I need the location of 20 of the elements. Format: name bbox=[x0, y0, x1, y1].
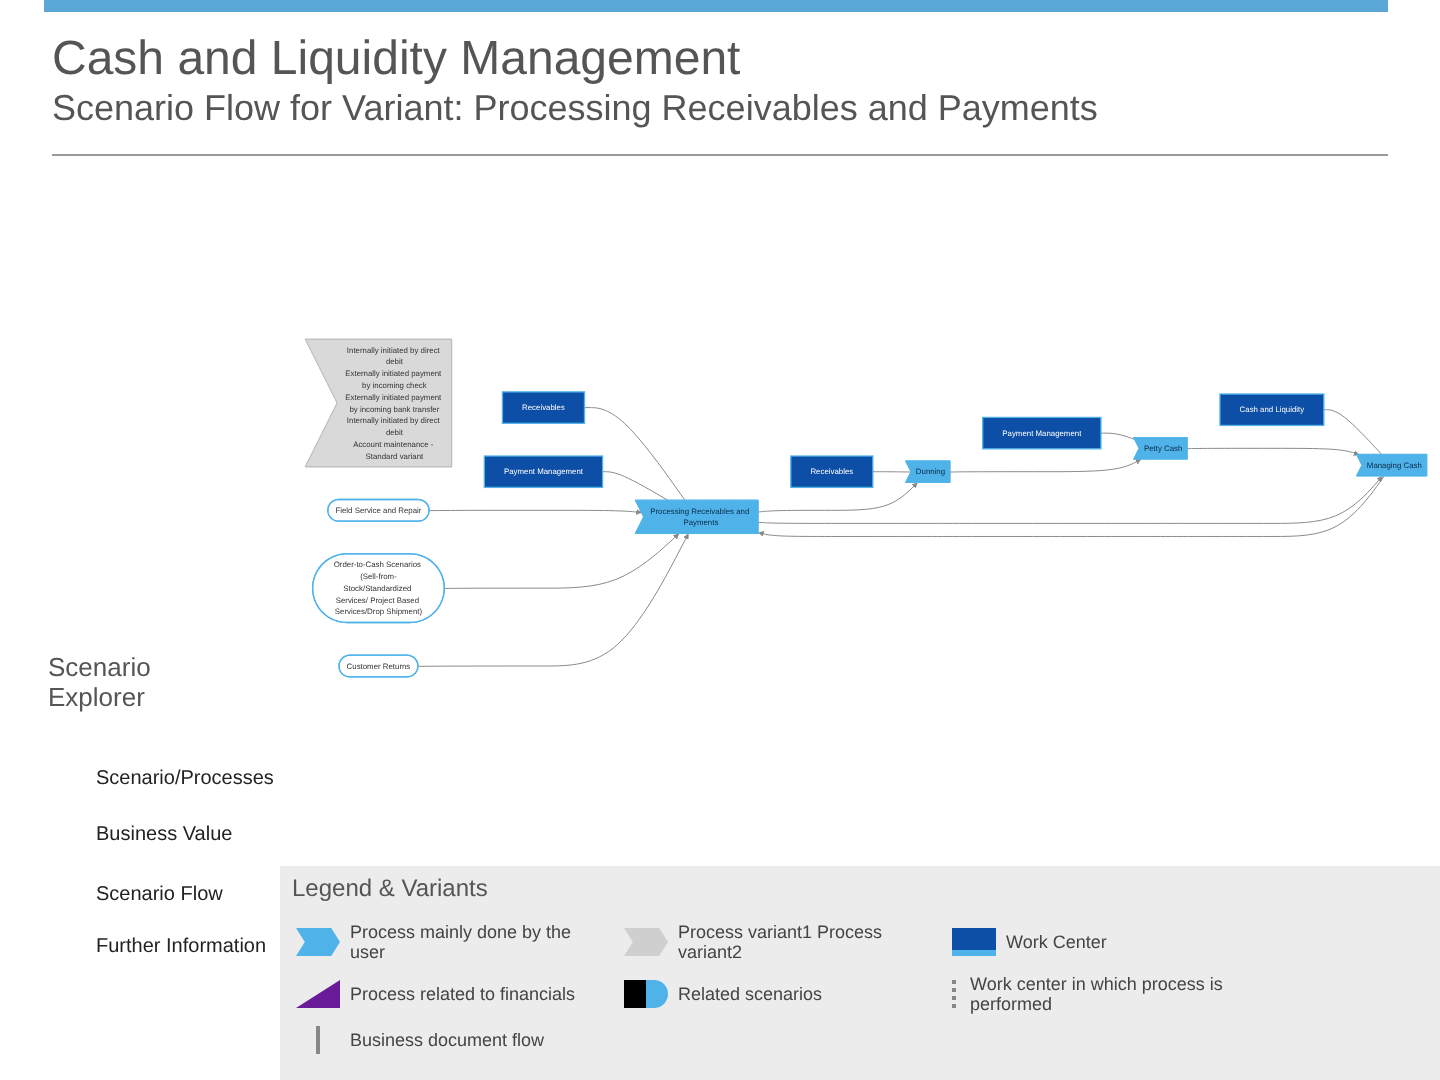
menu-item: Further Information bbox=[96, 936, 267, 958]
connector bbox=[584, 407, 686, 501]
legend-text: Work center in which process is performed bbox=[970, 974, 1225, 1014]
legend-text: Process variant1 Process variant2 bbox=[678, 922, 885, 962]
menu-item: Scenario Flow bbox=[96, 884, 223, 906]
menu-item: Business Value bbox=[96, 824, 233, 846]
sidebar-heading: Scenario Explorer bbox=[48, 652, 153, 712]
connector bbox=[602, 471, 669, 501]
menu-item: Scenario/Processes bbox=[96, 768, 274, 790]
legend-text: Work Center bbox=[1006, 932, 1107, 952]
page-subtitle: Scenario Flow for Variant: Processing Receivables and Payments bbox=[52, 88, 1098, 130]
connector bbox=[1100, 432, 1136, 440]
legend-text: Related scenarios bbox=[678, 984, 823, 1004]
legend-text: Process mainly done by the user bbox=[350, 922, 574, 962]
legend-heading: Legend & Variants bbox=[292, 874, 488, 902]
legend-text: Business document flow bbox=[350, 1030, 545, 1050]
page-title: Cash and Liquidity Management bbox=[52, 32, 741, 88]
legend-text: Process related to financials bbox=[350, 984, 576, 1004]
connector bbox=[1323, 409, 1383, 456]
connector bbox=[872, 471, 912, 473]
